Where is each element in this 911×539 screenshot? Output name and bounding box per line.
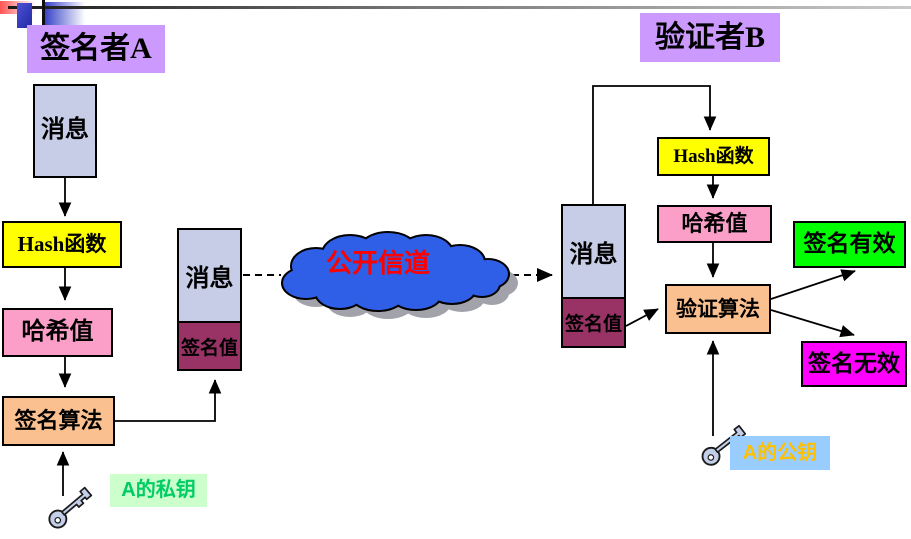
signer-message-box: 消息 <box>33 84 97 178</box>
signer-hash-function-box: Hash函数 <box>2 221 122 268</box>
private-key-icon <box>44 485 96 532</box>
sent-packet: 消息 签名值 <box>177 228 242 371</box>
header-vertical-rule <box>42 0 45 31</box>
result-valid-box: 签名有效 <box>793 221 906 268</box>
sign-algorithm-box: 签名算法 <box>2 396 115 446</box>
sent-packet-message: 消息 <box>177 228 242 323</box>
arrow-verify-to-invalid <box>770 309 855 338</box>
received-packet-signature: 签名值 <box>561 297 626 348</box>
signer-hash-value-box: 哈希值 <box>2 308 113 357</box>
received-packet-message: 消息 <box>561 204 626 299</box>
arrow-signalg-to-signature <box>115 379 222 422</box>
header-blue-square <box>17 3 32 28</box>
verify-algorithm-box: 验证算法 <box>665 284 771 334</box>
arrow-verify-to-valid <box>770 269 856 300</box>
received-packet: 消息 签名值 <box>561 204 626 348</box>
verifier-hash-function-box: Hash函数 <box>657 137 770 176</box>
arrow-signature-to-verify <box>625 308 659 327</box>
public-key-label: A的公钥 <box>730 436 830 470</box>
result-invalid-box: 签名无效 <box>801 341 907 387</box>
header-horizontal-rule <box>8 6 911 9</box>
signer-title: 签名者A <box>27 25 165 73</box>
sent-packet-signature: 签名值 <box>177 321 242 371</box>
verifier-title: 验证者B <box>640 13 780 62</box>
verifier-hash-value-box: 哈希值 <box>657 205 772 243</box>
flow-arrows <box>56 85 856 496</box>
private-key-label: A的私钥 <box>110 474 207 507</box>
public-channel-label: 公开信道 <box>325 249 430 279</box>
arrow-message-to-hashfn-b <box>592 85 717 204</box>
